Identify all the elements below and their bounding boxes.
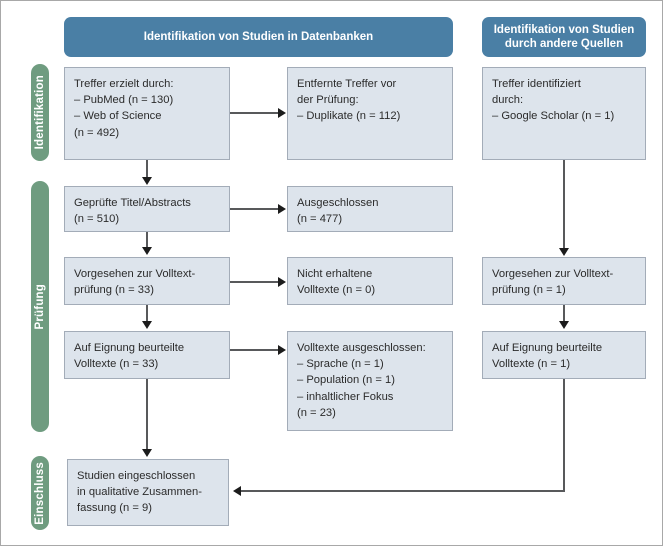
box-sought-retrieval: Vorgesehen zur Volltext- prüfung (n = 33… (64, 257, 230, 305)
box-screened: Geprüfte Titel/Abstracts (n = 510) (64, 186, 230, 232)
header-other-sources: Identifikation von Studien durch andere … (482, 17, 646, 57)
connector-assessed-other-to-included (241, 490, 565, 492)
arrowhead-assessed-other-to-included (233, 486, 241, 496)
arrowhead-screened-to-excluded (278, 204, 286, 214)
connector-other-identified-to-sought (563, 160, 565, 250)
box-excluded-screening: Ausgeschlossen (n = 477) (287, 186, 453, 232)
connector-assessed-other-down (563, 379, 565, 491)
arrowhead-sought-to-assessed (142, 321, 152, 329)
arrowhead-identified-to-removed (278, 108, 286, 118)
stage-label-einschluss-text: Einschluss (34, 461, 46, 525)
box-not-retrieved: Nicht erhaltene Volltexte (n = 0) (287, 257, 453, 305)
stage-label-identifikation: Identifikation (31, 64, 49, 161)
stage-label-pruefung-text: Prüfung (34, 283, 46, 330)
connector-sought-other-to-assessed-other (563, 305, 565, 323)
arrowhead-identified-to-screened (142, 177, 152, 185)
box-excluded-fulltext: Volltexte ausgeschlossen: – Sprache (n =… (287, 331, 453, 431)
arrowhead-sought-to-not-retrieved (278, 277, 286, 287)
box-sought-retrieval-other: Vorgesehen zur Volltext- prüfung (n = 1) (482, 257, 646, 305)
arrowhead-assessed-to-excluded-fulltext (278, 345, 286, 355)
connector-assessed-to-excluded-fulltext (230, 349, 278, 351)
box-records-removed: Entfernte Treffer vor der Prüfung: – Dup… (287, 67, 453, 160)
box-other-identified: Treffer identifiziert durch: – Google Sc… (482, 67, 646, 160)
connector-screened-to-sought (146, 232, 148, 249)
stage-label-einschluss: Einschluss (31, 456, 49, 530)
header-databases: Identifikation von Studien in Datenbanke… (64, 17, 453, 57)
stage-label-identifikation-text: Identifikation (34, 75, 46, 150)
connector-identified-to-screened (146, 160, 148, 179)
arrowhead-sought-other-to-assessed-other (559, 321, 569, 329)
box-included: Studien eingeschlossen in qualitative Zu… (67, 459, 229, 526)
connector-assessed-to-included (146, 379, 148, 451)
box-assessed-eligibility-other: Auf Eignung beurteilte Volltexte (n = 1) (482, 331, 646, 379)
connector-sought-to-not-retrieved (230, 281, 278, 283)
stage-label-pruefung: Prüfung (31, 181, 49, 432)
arrowhead-other-identified-to-sought (559, 248, 569, 256)
arrowhead-assessed-to-included (142, 449, 152, 457)
arrowhead-screened-to-sought (142, 247, 152, 255)
connector-sought-to-assessed (146, 305, 148, 323)
connector-screened-to-excluded (230, 208, 278, 210)
box-assessed-eligibility: Auf Eignung beurteilte Volltexte (n = 33… (64, 331, 230, 379)
box-records-identified: Treffer erzielt durch: – PubMed (n = 130… (64, 67, 230, 160)
connector-identified-to-removed (230, 112, 278, 114)
